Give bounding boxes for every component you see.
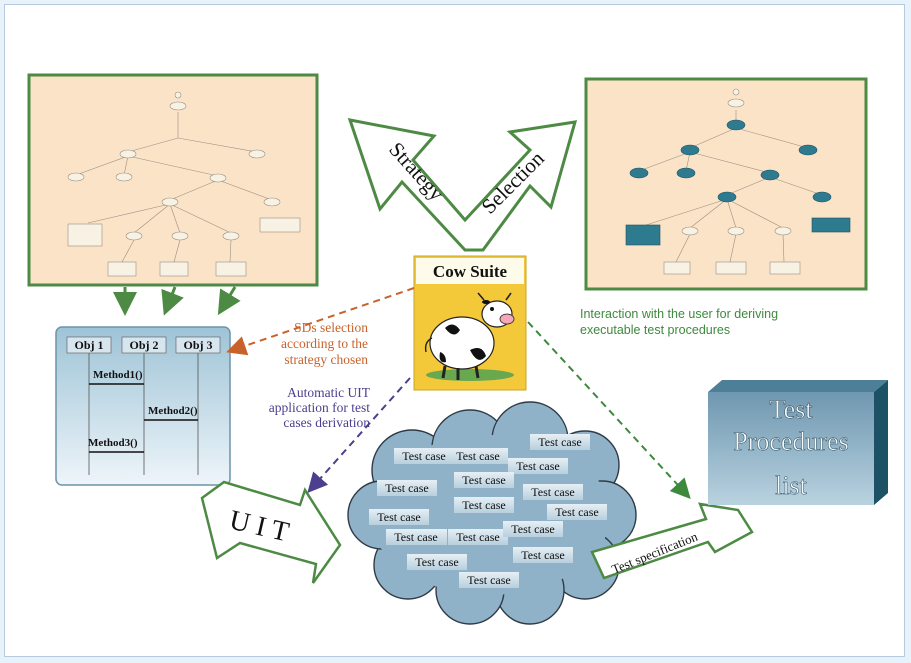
svg-text:Test case: Test case — [516, 459, 559, 473]
test-case-box: Test case — [459, 572, 519, 588]
test-case-box: Test case — [530, 434, 590, 450]
test-case-box: Test case — [407, 554, 467, 570]
svg-text:Obj 1: Obj 1 — [74, 338, 103, 352]
sds-selection-arrow — [226, 287, 415, 356]
test-case-box: Test case — [513, 547, 573, 563]
svg-text:Test case: Test case — [462, 498, 505, 512]
test-case-box: Test case — [523, 484, 583, 500]
svg-text:strategy chosen: strategy chosen — [284, 352, 368, 367]
svg-text:Test case: Test case — [394, 530, 437, 544]
svg-text:list: list — [775, 471, 808, 500]
test-case-box: Test case — [508, 458, 568, 474]
svg-text:Test case: Test case — [467, 573, 510, 587]
svg-text:Obj 3: Obj 3 — [183, 338, 212, 352]
automatic-uit-label: Automatic UIT application for test cases… — [269, 385, 371, 430]
svg-text:Test case: Test case — [385, 481, 428, 495]
svg-text:Test case: Test case — [511, 522, 554, 536]
test-case-box: Test case — [448, 448, 508, 464]
uit-arrow: U I T — [200, 480, 342, 584]
test-case-box: Test case — [386, 529, 446, 545]
svg-text:cases derivation: cases derivation — [283, 415, 370, 430]
svg-text:Test case: Test case — [555, 505, 598, 519]
cow-suite-title: Cow Suite — [433, 262, 508, 281]
test-case-box: Test case — [377, 480, 437, 496]
sd-message-2: Method2() — [144, 405, 198, 421]
sd-object-1: Obj 1 — [66, 336, 112, 354]
svg-text:Test case: Test case — [521, 548, 564, 562]
sequence-diagram: Obj 1 Obj 2 Obj 3 Method1() Method2() Me… — [55, 326, 231, 486]
cow-suite-box: Cow Suite — [413, 255, 527, 391]
svg-text:Procedures: Procedures — [733, 427, 849, 456]
svg-text:SDs selection: SDs selection — [294, 320, 368, 335]
test-case-box: Test case — [454, 472, 514, 488]
cow-icon — [424, 292, 515, 380]
svg-text:Method1(): Method1() — [93, 369, 143, 381]
test-procedures-box: Test Procedures list — [708, 380, 888, 505]
svg-text:Test case: Test case — [402, 449, 445, 463]
svg-text:Test case: Test case — [377, 510, 420, 524]
svg-text:according to the: according to the — [281, 336, 368, 351]
svg-text:Test case: Test case — [415, 555, 458, 569]
svg-text:Test case: Test case — [531, 485, 574, 499]
svg-text:Method2(): Method2() — [148, 405, 198, 417]
sds-selection-label: SDs selection according to the strategy … — [281, 320, 368, 367]
sd-message-1: Method1() — [89, 369, 144, 385]
svg-text:Interaction with the user for: Interaction with the user for deriving — [580, 307, 778, 321]
svg-text:Test case: Test case — [456, 449, 499, 463]
svg-text:Test case: Test case — [462, 473, 505, 487]
grass-icon — [426, 369, 514, 381]
panel-to-sd-arrows — [113, 286, 241, 316]
interaction-label: Interaction with the user for deriving e… — [580, 307, 778, 337]
test-case-box: Test case — [454, 497, 514, 513]
svg-text:Test case: Test case — [538, 435, 581, 449]
sd-object-3: Obj 3 — [175, 336, 221, 354]
strategy-selection-arrow: Strategy Selection — [347, 118, 578, 252]
svg-text:Test: Test — [770, 395, 814, 424]
sd-object-2: Obj 2 — [121, 336, 167, 354]
svg-text:executable test procedures: executable test procedures — [580, 323, 730, 337]
svg-text:application for test: application for test — [269, 400, 370, 415]
uit-derivation-arrow — [307, 377, 411, 493]
test-case-box: Test case — [503, 521, 563, 537]
test-case-box: Test case — [448, 529, 508, 545]
left-tree-panel — [27, 73, 319, 287]
test-case-box: Test case — [394, 448, 454, 464]
test-case-box: Test case — [547, 504, 607, 520]
test-spec-arrow — [527, 321, 691, 499]
svg-text:Method3(): Method3() — [88, 437, 138, 449]
sd-message-3: Method3() — [88, 437, 144, 453]
svg-text:Obj 2: Obj 2 — [129, 338, 158, 352]
svg-text:Test case: Test case — [456, 530, 499, 544]
test-case-box: Test case — [369, 509, 429, 525]
right-tree-panel — [584, 77, 868, 291]
svg-text:Automatic UIT: Automatic UIT — [287, 385, 371, 400]
